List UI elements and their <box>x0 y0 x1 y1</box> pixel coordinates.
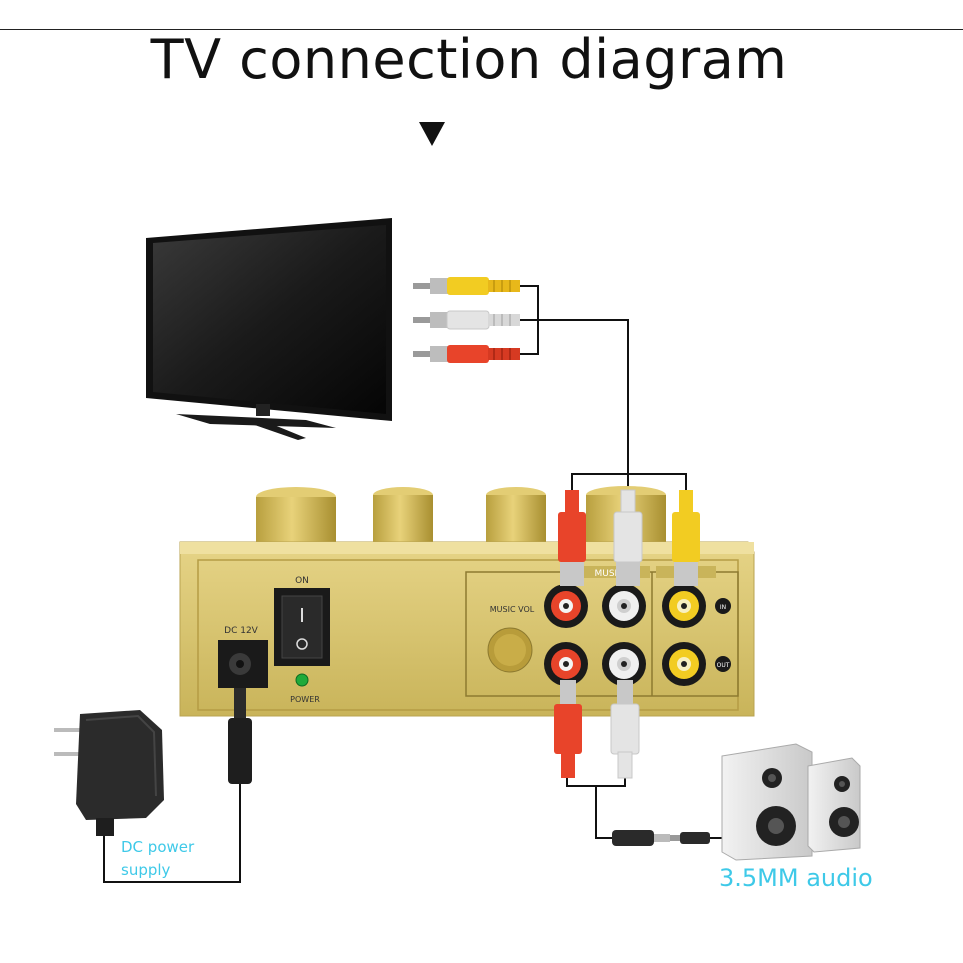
power-led <box>295 673 309 687</box>
in-label: IN <box>720 604 726 611</box>
speaker-icon <box>807 757 861 853</box>
music-label: MUSIC <box>594 569 623 579</box>
dc-power-label-line2: supply <box>121 861 171 879</box>
power-switch[interactable] <box>274 588 330 666</box>
speaker-icon <box>721 743 813 861</box>
device-rca-plugs-top <box>558 489 700 586</box>
rca-plug-icon <box>413 310 520 330</box>
on-label: ON <box>295 576 309 586</box>
dc-jack <box>218 640 268 688</box>
down-arrow-icon <box>419 122 445 146</box>
tv-rca-plugs <box>413 277 520 363</box>
jack-video-yellow-out <box>662 642 706 686</box>
rca-plug-icon <box>558 490 586 586</box>
dc-power-label-line1: DC power <box>121 838 195 856</box>
top-divider <box>0 29 963 30</box>
device-rca-plugs-bottom <box>554 680 640 779</box>
rca-plug-icon <box>610 680 640 779</box>
power-adapter-icon <box>54 710 164 836</box>
rca-plug-icon <box>413 277 520 295</box>
mixer-device: ON POWER DC 12V MUSIC V MUSIC VOL <box>179 541 755 717</box>
out-label: OUT <box>717 662 730 669</box>
jack-music-white-top <box>602 584 646 628</box>
jack-video-yellow-in <box>662 584 706 628</box>
audio-label: 3.5MM audio <box>719 864 873 892</box>
cables <box>103 285 687 883</box>
dc-plug <box>228 688 252 784</box>
rca-plug-icon <box>554 680 582 778</box>
jack-music-red-bottom <box>544 642 588 686</box>
rca-plug-icon <box>613 489 643 586</box>
rca-plug-icon <box>672 490 700 586</box>
music-vol-label: MUSIC VOL <box>490 605 535 614</box>
page-title: TV connection diagram <box>150 28 788 91</box>
jack-music-white-bottom <box>602 642 646 686</box>
rca-plug-icon <box>413 345 520 363</box>
device-knobs <box>256 486 666 543</box>
television-icon <box>146 218 392 440</box>
dc-12v-label: DC 12V <box>224 626 259 636</box>
jack-music-red-top <box>544 584 588 628</box>
power-label: POWER <box>290 695 320 704</box>
dc-power-supply-label: DC power supply <box>121 836 231 882</box>
audio-jack-icon <box>612 830 722 846</box>
